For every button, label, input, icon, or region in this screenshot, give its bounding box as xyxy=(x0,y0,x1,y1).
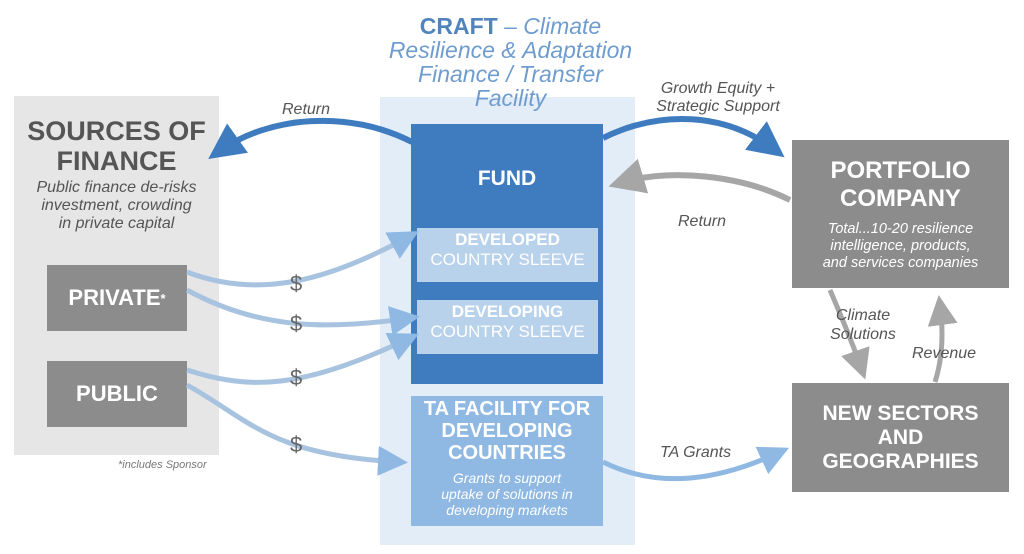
sources-title-line2: FINANCE xyxy=(56,146,177,176)
portfolio-subtitle: Total...10-20 resilience intelligence, p… xyxy=(795,221,1006,272)
craft-title-line3: Finance / Transfer Facility xyxy=(418,61,603,111)
sources-subtitle: Public finance de-risks investment, crow… xyxy=(20,179,213,233)
sources-sub-line1: Public finance de-risks xyxy=(36,179,197,196)
public-label: PUBLIC xyxy=(76,381,158,406)
developing-sleeve-line1: DEVELOPING xyxy=(451,302,564,321)
ta-title-line3: COUNTRIES xyxy=(448,442,566,464)
ta-facility-subtitle: Grants to support uptake of solutions in… xyxy=(411,470,603,518)
craft-dash: – xyxy=(497,13,524,39)
public-box: PUBLIC xyxy=(47,361,187,427)
growth-equity-label: Growth Equity + Strategic Support xyxy=(648,80,788,116)
portfolio-sub-line2: intelligence, products, xyxy=(830,238,971,254)
ta-sub-line1: Grants to support xyxy=(452,470,562,486)
new-sectors-line1: NEW SECTORS xyxy=(822,401,979,425)
sponsor-note: *includes Sponsor xyxy=(118,459,207,471)
portfolio-title-line1: PORTFOLIO xyxy=(830,157,971,184)
private-asterisk: * xyxy=(160,290,166,306)
ta-facility-title: TA FACILITY FOR DEVELOPING COUNTRIES xyxy=(411,398,603,464)
revenue-label: Revenue xyxy=(912,345,977,362)
ta-sub-line2: uptake of solutions in xyxy=(441,486,573,502)
new-sectors-line3: GEOGRAPHIES xyxy=(822,449,979,473)
dollar-sign-1: $ xyxy=(290,271,303,296)
return-arrow-left xyxy=(208,117,414,159)
new-sectors-line2: AND xyxy=(877,425,924,449)
developing-sleeve-line2: COUNTRY SLEEVE xyxy=(430,322,585,341)
dollar-sign-3: $ xyxy=(290,365,303,390)
developing-country-sleeve: DEVELOPING COUNTRY SLEEVE xyxy=(417,300,598,354)
portfolio-title-line2: COMPANY xyxy=(840,185,961,212)
dollar-sign-2: $ xyxy=(290,311,303,336)
portfolio-sub-line1: Total...10-20 resilience xyxy=(827,221,974,237)
ta-grants-label: TA Grants xyxy=(660,444,732,461)
ta-title-line1: TA FACILITY FOR xyxy=(423,398,591,420)
ta-facility-box xyxy=(411,396,603,526)
public-to-ta-arrow xyxy=(185,382,408,476)
ta-grants-arrow xyxy=(601,446,790,482)
craft-title-line1: Climate xyxy=(523,13,602,39)
return-arrow-right xyxy=(608,158,792,203)
climate-label-line1: Climate xyxy=(835,307,891,324)
return-label-right: Return xyxy=(678,213,727,230)
growth-equity-arrow xyxy=(601,116,785,158)
fund-label: FUND xyxy=(477,167,537,190)
developed-sleeve-line2: COUNTRY SLEEVE xyxy=(430,250,585,269)
private-box: PRIVATE* xyxy=(47,265,187,331)
growth-label-line1: Growth Equity + xyxy=(660,80,776,97)
public-to-developing-arrow xyxy=(186,332,420,385)
return-label-left: Return xyxy=(282,101,331,118)
climate-solutions-arrow xyxy=(827,289,870,380)
private-label: PRIVATE xyxy=(68,285,161,310)
craft-name: CRAFT xyxy=(419,13,498,39)
developed-country-sleeve: DEVELOPED COUNTRY SLEEVE xyxy=(417,228,598,282)
ta-sub-line3: developing markets xyxy=(446,502,568,518)
sources-sub-line2: investment, crowding xyxy=(41,197,192,214)
portfolio-company-box xyxy=(792,140,1009,288)
craft-title: CRAFT – Climate Resilience & Adaptation … xyxy=(383,14,638,110)
developed-sleeve-line1: DEVELOPED xyxy=(455,230,560,249)
growth-label-line2: Strategic Support xyxy=(656,98,780,115)
private-to-developing-arrow xyxy=(185,287,420,336)
sources-title-line1: SOURCES OF xyxy=(27,116,206,146)
sources-title: SOURCES OF FINANCE xyxy=(14,116,219,176)
new-sectors-box: NEW SECTORS AND GEOGRAPHIES xyxy=(792,383,1009,492)
dollar-sign-4: $ xyxy=(290,432,303,457)
sources-sub-line3: in private capital xyxy=(58,215,175,232)
craft-title-line2: Resilience & Adaptation xyxy=(388,37,633,63)
climate-label-line2: Solutions xyxy=(830,326,896,343)
private-to-developed-arrow xyxy=(186,231,419,288)
portfolio-sub-line3: and services companies xyxy=(822,255,979,271)
ta-title-line2: DEVELOPING xyxy=(441,420,573,442)
revenue-arrow xyxy=(927,295,958,383)
portfolio-title: PORTFOLIO COMPANY xyxy=(792,157,1009,213)
climate-solutions-label: Climate Solutions xyxy=(823,306,903,344)
